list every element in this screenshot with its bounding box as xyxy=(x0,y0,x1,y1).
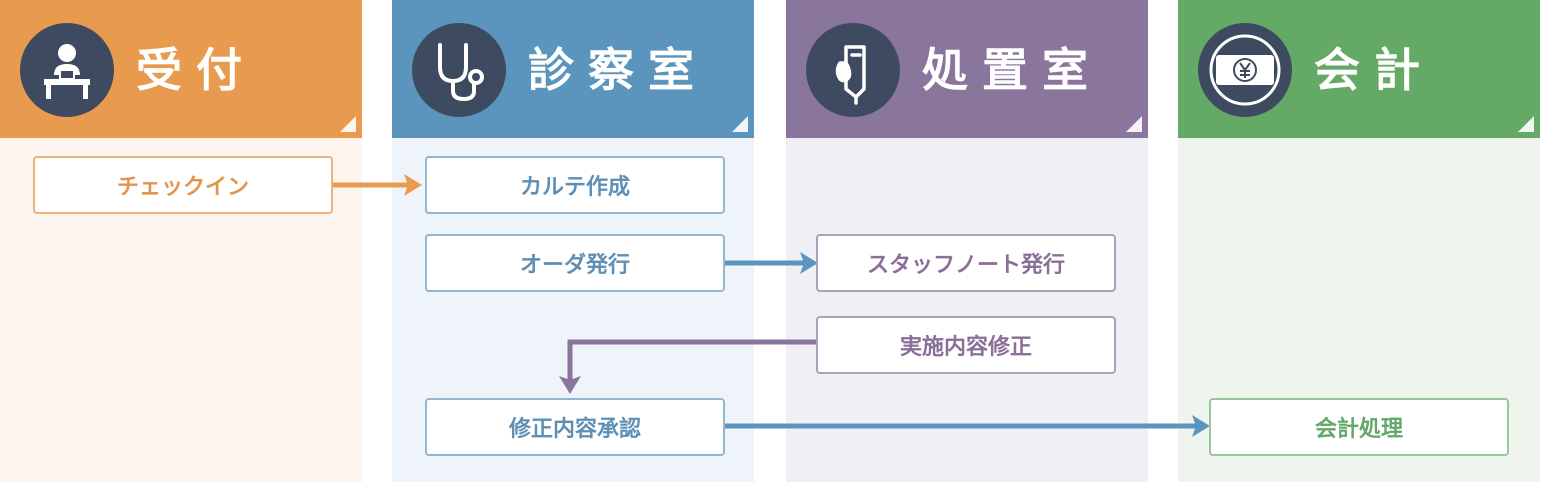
step-fix[interactable]: 実施内容修正 xyxy=(816,316,1116,374)
lane-exam-title: 診察室 xyxy=(528,43,708,97)
receptionist-desk-icon xyxy=(20,23,114,117)
lane-reception-title: 受付 xyxy=(136,43,256,97)
expand-corner-icon[interactable] xyxy=(732,116,748,132)
lane-treatment-title: 処置室 xyxy=(922,43,1102,97)
step-approve[interactable]: 修正内容承認 xyxy=(425,398,725,456)
step-order[interactable]: オーダ発行 xyxy=(425,234,725,292)
lane-treatment-header[interactable]: 処置室 xyxy=(786,0,1148,138)
lane-accounting-title: 会計 xyxy=(1314,43,1434,97)
lane-reception-header[interactable]: 受付 xyxy=(0,0,362,138)
expand-corner-icon[interactable] xyxy=(1126,116,1142,132)
step-billing[interactable]: 会計処理 xyxy=(1209,398,1509,456)
step-staff-note[interactable]: スタッフノート発行 xyxy=(816,234,1116,292)
yen-money-icon xyxy=(1198,23,1292,117)
lane-reception: 受付 xyxy=(0,0,362,482)
lane-exam-header[interactable]: 診察室 xyxy=(392,0,754,138)
lane-accounting-header[interactable]: 会計 xyxy=(1178,0,1540,138)
expand-corner-icon[interactable] xyxy=(340,116,356,132)
lane-treatment-body xyxy=(786,138,1148,482)
step-checkin[interactable]: チェックイン xyxy=(33,156,333,214)
expand-corner-icon[interactable] xyxy=(1518,116,1534,132)
step-chart[interactable]: カルテ作成 xyxy=(425,156,725,214)
iv-drip-bag-icon xyxy=(806,23,900,117)
stethoscope-icon xyxy=(412,23,506,117)
